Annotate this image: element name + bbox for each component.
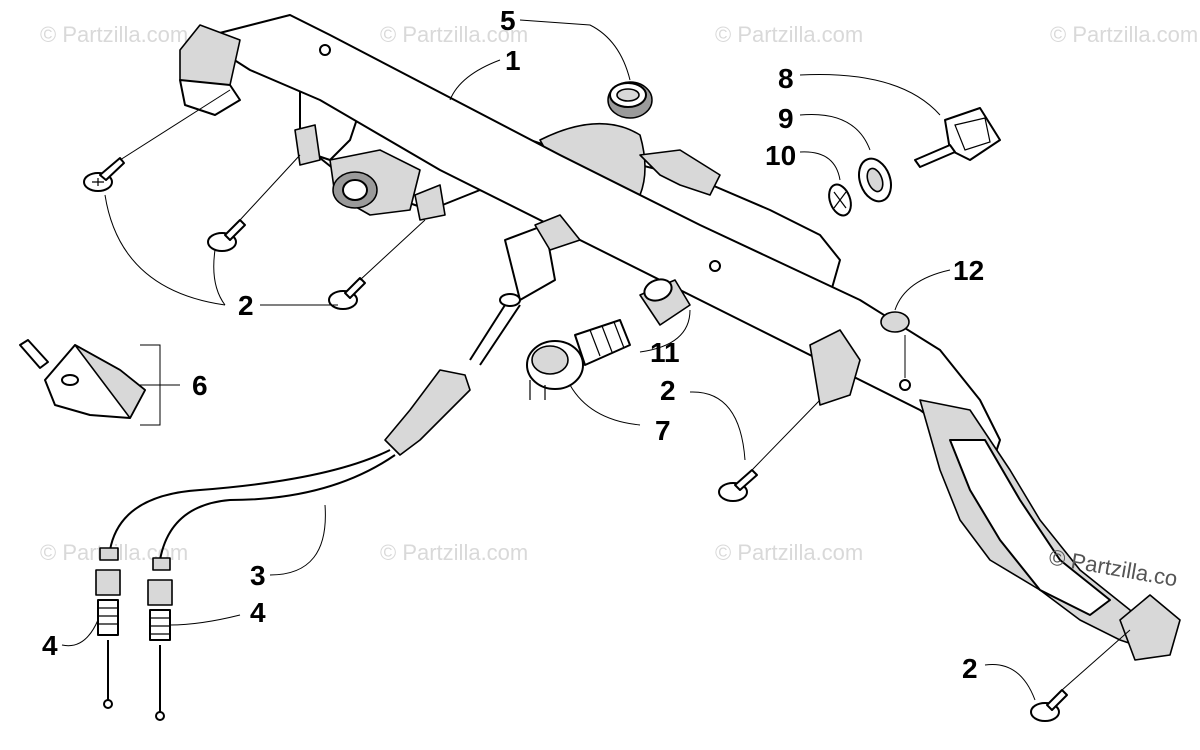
ring-part bbox=[607, 81, 653, 119]
watermark: © Partzilla.com bbox=[40, 22, 188, 47]
callout-2: 2 bbox=[660, 375, 676, 406]
callout-6: 6 bbox=[192, 370, 208, 401]
switch bbox=[526, 319, 631, 400]
callout-8: 8 bbox=[778, 63, 794, 94]
callout-7: 7 bbox=[655, 415, 671, 446]
callout-4: 4 bbox=[42, 630, 58, 661]
watermark: © Partzilla.com bbox=[715, 540, 863, 565]
callout-2: 2 bbox=[962, 653, 978, 684]
callout-12: 12 bbox=[953, 255, 984, 286]
callout-10: 10 bbox=[765, 140, 796, 171]
washer bbox=[828, 183, 852, 217]
plug bbox=[880, 311, 910, 333]
watermark: © Partzilla.com bbox=[715, 22, 863, 47]
watermark: © Partzilla.com bbox=[1050, 22, 1198, 47]
watermark: © Partzilla.com bbox=[380, 22, 528, 47]
watermark: © Partzilla.com bbox=[380, 540, 528, 565]
callout-3: 3 bbox=[250, 560, 266, 591]
bracket bbox=[19, 339, 146, 419]
wire-assembly bbox=[95, 214, 581, 721]
sleeve bbox=[639, 278, 691, 326]
callout-4: 4 bbox=[250, 597, 266, 628]
lock-nut bbox=[858, 157, 892, 203]
screws bbox=[83, 157, 1068, 722]
callout-9: 9 bbox=[778, 103, 794, 134]
callout-1: 1 bbox=[505, 45, 521, 76]
callout-11: 11 bbox=[650, 337, 680, 368]
callouts: 1 2 2 2 2 3 4 4 5 6 7 8 9 10 11 12 bbox=[42, 5, 984, 684]
dash-panel bbox=[179, 14, 1181, 661]
leader-lines bbox=[61, 19, 1131, 701]
callout-5: 5 bbox=[500, 5, 516, 36]
callout-2: 2 bbox=[238, 290, 254, 321]
key bbox=[914, 107, 1001, 168]
